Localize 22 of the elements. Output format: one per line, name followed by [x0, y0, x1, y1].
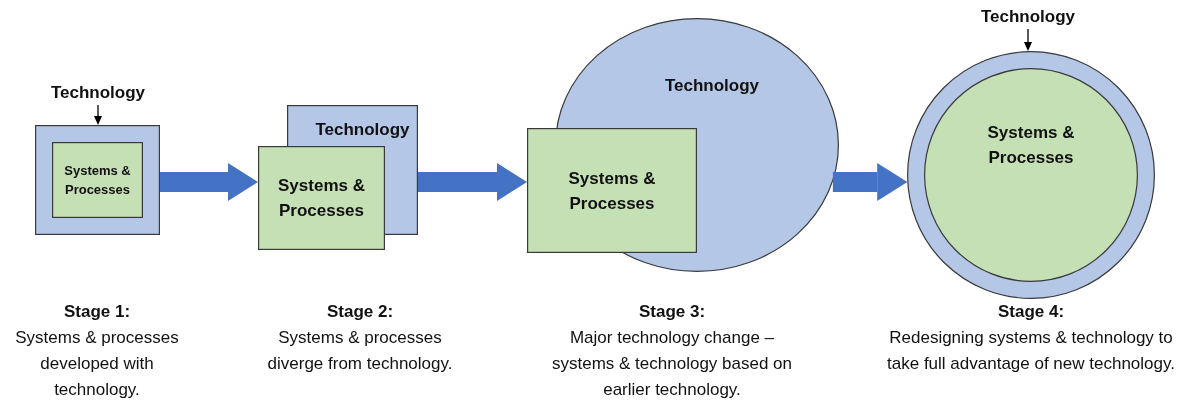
stage-heading: Stage 1: — [62, 301, 132, 323]
node-label: Systems & Processes — [63, 162, 132, 199]
text-label: Technology — [980, 6, 1076, 28]
circle-shape — [907, 51, 1155, 299]
square-shape — [52, 142, 143, 218]
square-shape — [35, 125, 160, 235]
stage-heading: Stage 4: — [996, 301, 1066, 323]
square-shape — [527, 128, 697, 253]
node-label: Systems & Processes — [567, 167, 657, 215]
text-label: Technology — [50, 82, 146, 104]
stage-heading: Stage 3: — [637, 301, 707, 323]
stage-description: Systems & processes developed with technology. — [14, 327, 180, 401]
circle-shape — [924, 68, 1138, 282]
node-label: Technology — [664, 75, 760, 97]
stage-description: Redesigning systems & technology to take full advantage of new technology. — [886, 327, 1176, 375]
node-label: Systems & Processes — [277, 175, 366, 222]
stage-description: Systems & processes diverge from technology. — [266, 327, 454, 375]
stage-heading: Stage 2: — [325, 301, 395, 323]
stage-description: Major technology change – systems & technology based on earlier technology. — [551, 327, 793, 401]
node-label: Systems & Processes — [986, 122, 1076, 169]
square-shape — [258, 146, 385, 250]
node-label: Technology — [315, 119, 410, 141]
